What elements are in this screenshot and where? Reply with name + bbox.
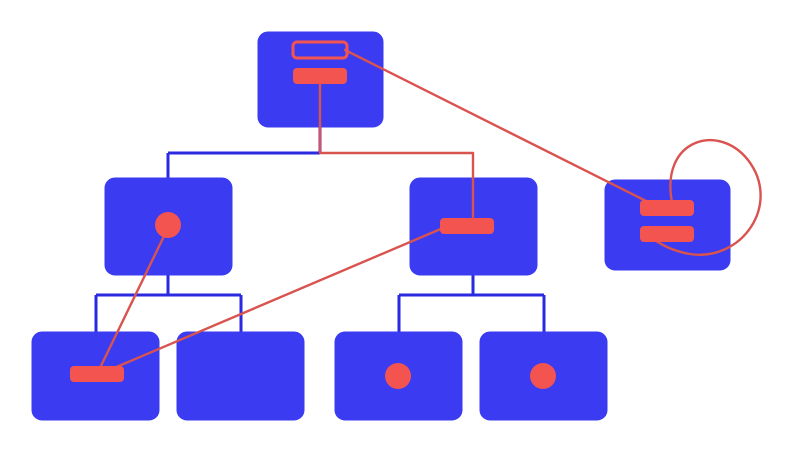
link-l2b-marker-to-l3a-marker[interactable]	[98, 226, 445, 376]
level2-node-b-filled-bar-marker[interactable]	[440, 218, 494, 234]
level3-node-a-filled-bar-marker[interactable]	[70, 366, 124, 382]
level3-node-d-dot-marker[interactable]	[530, 363, 556, 389]
level2-node-c-detached-filled-bar-marker-top[interactable]	[640, 200, 694, 216]
link-root-marker-down-to-l2b[interactable]	[318, 80, 475, 228]
root-node-hollow-bar-marker[interactable]	[291, 40, 349, 60]
level2-node-c-detached[interactable]	[604, 179, 731, 271]
level2-node-a-dot-marker[interactable]	[155, 212, 181, 238]
level3-node-b[interactable]	[176, 331, 305, 421]
node-layer	[31, 31, 731, 421]
root-node-filled-bar-marker[interactable]	[293, 68, 347, 84]
level2-node-c-detached-filled-bar-marker-bottom[interactable]	[640, 226, 694, 242]
highlight-link-layer	[96, 48, 762, 376]
tree-edge-layer	[94, 127, 546, 332]
node-marker-layer	[70, 40, 694, 389]
level3-node-c-dot-marker[interactable]	[385, 363, 411, 389]
link-root-hollow-marker-to-l2c[interactable]	[343, 48, 662, 210]
link-l2a-dot-to-l3a-marker[interactable]	[96, 230, 168, 374]
self-loop-l2c[interactable]	[650, 138, 762, 256]
